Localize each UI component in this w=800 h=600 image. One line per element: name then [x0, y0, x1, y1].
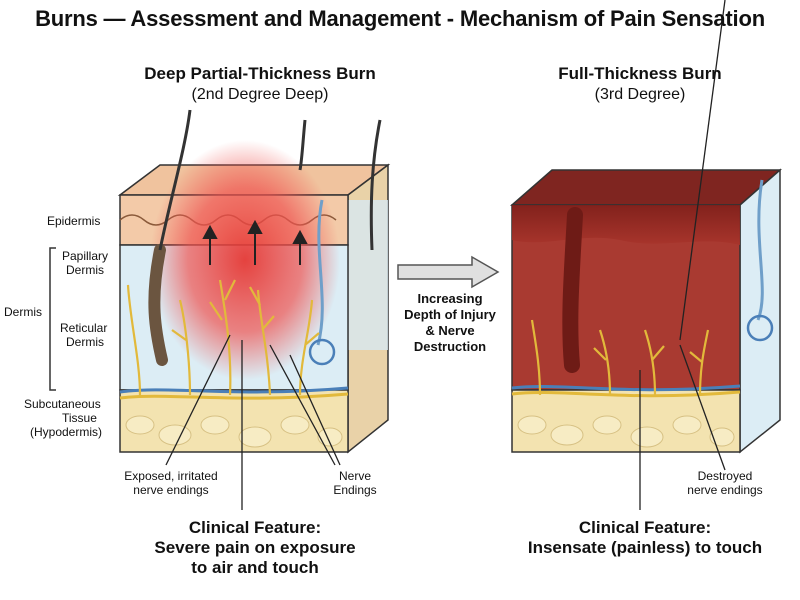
callout-destroyed-2: nerve endings	[687, 483, 763, 497]
right-panel-subtitle: (3rd Degree)	[594, 86, 686, 103]
label-subcut-3: (Hypodermis)	[30, 425, 103, 439]
right-destroyed-nerves	[530, 319, 710, 396]
label-dermis: Dermis	[4, 305, 42, 319]
page-title: Burns — Assessment and Management - Mech…	[35, 6, 765, 31]
label-papillary-2: Dermis	[66, 263, 104, 277]
transition-line-4: Destruction	[413, 339, 487, 354]
callout-exposed-1: Exposed, irritated	[124, 469, 218, 483]
left-burn-zone	[150, 140, 340, 380]
callout-exposed-2: nerve endings	[133, 483, 209, 497]
right-top-face	[510, 169, 782, 206]
right-panel-title: Full-Thickness Burn	[558, 64, 722, 83]
right-clinical-line-1: Insensate (painless) to touch	[527, 538, 763, 557]
left-clinical-heading: Clinical Feature:	[188, 518, 322, 537]
label-reticular-1: Reticular	[60, 321, 108, 335]
right-fat-layer	[511, 389, 741, 453]
callout-destroyed-1: Destroyed	[697, 469, 753, 483]
left-skin-block	[49, 109, 391, 510]
transition-arrow	[397, 255, 500, 289]
callout-nerve-1: Nerve	[338, 469, 371, 483]
transition-line-2: Depth of Injury	[404, 307, 496, 322]
label-subcut-1: Subcutaneous	[24, 397, 101, 411]
transition-line-1: Increasing	[417, 291, 483, 306]
label-reticular-2: Dermis	[66, 335, 104, 349]
left-nerve-endings	[126, 279, 320, 396]
label-subcut-2: Tissue	[62, 411, 97, 425]
right-skin-block	[510, 0, 782, 510]
left-panel-subtitle: (2nd Degree Deep)	[191, 86, 329, 103]
callout-nerve-2: Endings	[333, 483, 377, 497]
transition-line-3: & Nerve	[425, 323, 475, 338]
label-epidermis: Epidermis	[47, 214, 101, 228]
left-panel-title: Deep Partial-Thickness Burn	[144, 64, 376, 83]
right-clinical-heading: Clinical Feature:	[578, 518, 712, 537]
label-papillary-1: Papillary	[62, 249, 109, 263]
left-clinical-line-1: Severe pain on exposure	[154, 538, 356, 557]
left-clinical-line-2: to air and touch	[191, 558, 319, 577]
